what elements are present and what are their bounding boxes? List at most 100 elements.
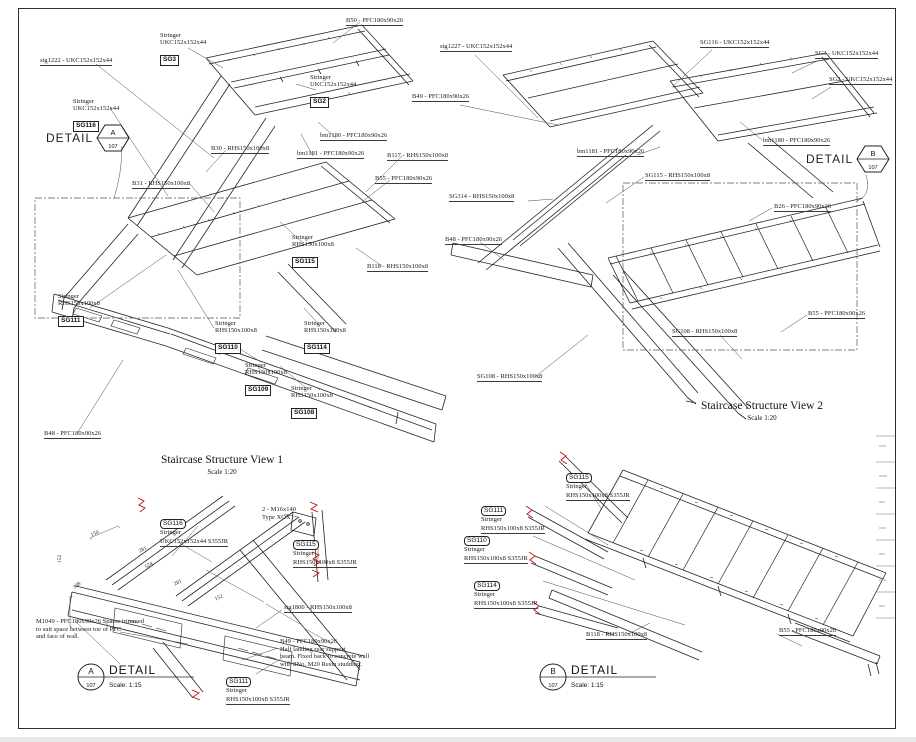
detail-a-boundary: [34, 197, 241, 319]
stringer-tag: SG111: [226, 676, 252, 687]
stringer-word: Stringer: [464, 546, 485, 553]
stringer-tag: SG116: [73, 121, 99, 132]
detail-a-line-art: [67, 495, 365, 701]
stringer-tag: SG114: [474, 580, 500, 591]
beam-label: bm1181 - PFC180x90x26: [577, 148, 645, 157]
stringer-label-sg111-detailb: SG111 Stringer RHS150x100x8 S355JR: [481, 497, 545, 541]
stringer-label-sg116-detail: SG116 Stringer UKC152x152x44 S355JR: [160, 510, 229, 554]
detail-letter: B: [871, 149, 876, 158]
stringer-label-text: Stringer RHS150x100x8: [58, 292, 100, 308]
detail-callout-b: DETAIL B 107: [806, 145, 890, 173]
stringer-label-sg3: Stringer UKC152x152x44 SG3: [160, 24, 206, 66]
beam-label: stg1222 - UKC152x152x44: [40, 57, 113, 66]
detail-callout-word: DETAIL: [806, 152, 854, 166]
beam-label: SG3 - UKC152x152x44: [815, 50, 879, 59]
detail-letter: A: [111, 128, 116, 137]
detail-scale: Scale: 1:15: [571, 682, 604, 689]
stringer-label-text: Stringer RHS150x100x8: [292, 233, 334, 249]
beam-label: bm1180 - PFC180x90x26: [320, 132, 388, 141]
beam-label: B118 - RHS150x100x8: [367, 263, 429, 272]
stringer-label-sg115-detailb: SG115 Stringer RHS150x100x8 S355JR: [566, 464, 630, 508]
break-marks: [525, 451, 568, 615]
beam-label: B31 - RHS150x100x8: [132, 180, 191, 189]
beam-label: bm1181 - PFC180x90x26: [297, 150, 365, 159]
sheet-bottom-edge: [0, 737, 916, 742]
stringer-label-sg114: Stringer RHS150x100x8 SG114: [304, 312, 346, 354]
note-bolts: 2 - M16x140 Type XOX: [262, 506, 296, 521]
view2-scale: Scale 1:20: [747, 414, 777, 422]
view1-scale: Scale 1:20: [207, 468, 237, 476]
detail-callout-a: DETAIL A 107: [46, 124, 130, 152]
stringer-tag: SG111: [58, 316, 84, 327]
note-spacer: M1049 - PFC180x90x26 Spacer trimmed to s…: [36, 618, 144, 640]
beam-label: B30 - RHS150x100x8: [211, 145, 270, 154]
beam-label: B48 - PFC180x90x26: [445, 236, 503, 245]
stringer-tag: SG3: [160, 55, 180, 66]
stringer-label-sg111: Stringer RHS150x100x8 SG111: [58, 285, 100, 327]
beam-label: SG115 - RHS150x100x8: [645, 172, 711, 181]
stringer-spec: RHS150x100x8 S355JR: [226, 695, 290, 705]
hexagon-marker: A 107: [96, 124, 130, 152]
sheet-border: [18, 8, 896, 729]
stringer-spec: RHS150x100x8 S355JR: [566, 491, 630, 501]
stringer-label-sg110: Stringer RHS150x100x8 SG110: [215, 312, 257, 354]
beam-label: SG108 - RHS150x100x8: [672, 328, 738, 337]
detail-b-boundary: [622, 182, 858, 351]
view2-leader-lines: [459, 49, 868, 378]
detail-word: DETAIL: [109, 663, 156, 677]
stringer-label-sg2: Stringer UKC152x152x44 SG2: [310, 66, 356, 108]
detail-b-line-art: [525, 451, 887, 677]
beam-label: B26 - PFC180x90x26: [774, 203, 832, 212]
stringer-tag: SG115: [292, 257, 318, 268]
stringer-word: Stringer: [566, 483, 587, 490]
stringer-tag: SG110: [464, 535, 490, 546]
beam-label: stg1227 - UKC152x152x44: [440, 43, 513, 52]
stringer-tag: SG111: [481, 505, 507, 516]
beam-label: SG108 - RHS150x100x8: [477, 373, 543, 382]
detail-letter: A: [88, 667, 94, 676]
stringer-label-sg114-detailb: SG114 Stringer RHS150x100x8 S355JR: [474, 572, 538, 616]
detail-sheet-number: 107: [86, 683, 95, 689]
stringer-label-text: Stringer UKC152x152x44: [160, 31, 207, 47]
detail-a-leader-lines: [119, 513, 319, 675]
detail-word: DETAIL: [571, 663, 618, 677]
stringer-spec: RHS150x100x8 S355JR: [464, 554, 528, 564]
view2-title: Staircase Structure View 2: [700, 400, 824, 412]
stringer-tag: SG109: [245, 385, 272, 396]
stringer-tag: SG108: [291, 408, 318, 419]
stringer-label-sg116: Stringer UKC152x152x44 SG116: [73, 90, 119, 132]
stringer-tag: SG116: [160, 518, 186, 529]
stringer-word: Stringer: [474, 591, 495, 598]
stringer-label-text: Stringer RHS150x100x8: [291, 384, 333, 400]
beam-label: SG116 - UKC152x152x44: [700, 39, 770, 48]
stringer-label-sg115-detail: SG115 Stringer RHS150x100x8 S355JR: [293, 531, 357, 575]
view1-leader-lines: [77, 21, 403, 433]
stringer-word: Stringer: [160, 529, 181, 536]
beam-label: B55 - PFC180x90x26: [375, 175, 433, 184]
view1-line-art: [34, 21, 447, 443]
stringer-label-sg115: Stringer RHS150x100x8 SG115: [292, 226, 334, 268]
detail-b-marker: B 107 DETAIL Scale: 1:15: [539, 663, 656, 691]
stringer-tag: SG114: [304, 343, 330, 354]
detail-scale: Scale: 1:15: [109, 682, 142, 689]
detail-sheet-number: 107: [109, 144, 118, 150]
stringer-label-sg110-detailb: SG110 Stringer RHS150x100x8 S355JR: [464, 527, 528, 571]
beam-label: B117 - RHS150x100x8: [387, 152, 449, 161]
beam-label: SG314 - RHS150x100x8: [449, 193, 515, 202]
note-stg1800: stg1800 - RHS150x100x8: [284, 604, 352, 613]
stringer-label-sg108: Stringer RHS150x100x8 SG108: [291, 377, 333, 419]
stringer-spec: UKC152x152x44 S355JR: [160, 537, 229, 547]
stringer-tag: SG110: [215, 343, 241, 354]
stringer-tag: SG2: [310, 97, 330, 108]
stringer-word: Stringer: [226, 687, 247, 694]
detail-a-dim-lines: [69, 525, 333, 665]
stringer-spec: RHS150x100x8 S355JR: [293, 558, 357, 568]
beam-label: bm1180 - PFC180x90x26: [763, 137, 831, 146]
stringer-spec: RHS150x100x8 S355JR: [481, 524, 545, 534]
beam-label: B118 - RHS150x100x8: [586, 631, 648, 640]
stringer-word: Stringer: [293, 550, 314, 557]
detail-a-marker: A 107 DETAIL Scale: 1:15: [77, 663, 194, 691]
stringer-label-text: Stringer RHS150x100x8: [215, 319, 257, 335]
stringer-word: Stringer: [481, 516, 502, 523]
